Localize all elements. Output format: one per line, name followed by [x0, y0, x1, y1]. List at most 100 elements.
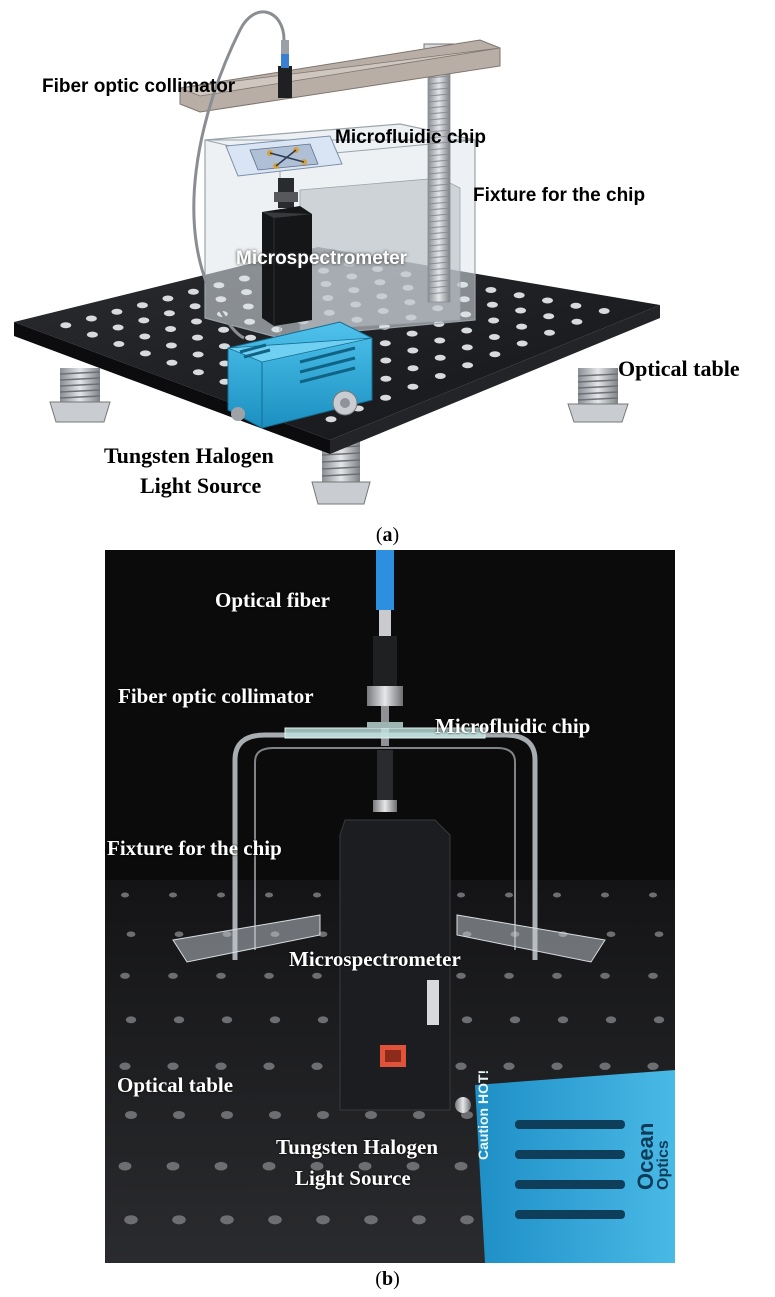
photo-table-hole: [167, 1062, 179, 1070]
photo-table-hole: [457, 892, 465, 898]
photo-table-hole: [653, 1016, 665, 1024]
table-hole: [462, 362, 474, 369]
photo-label-fiber-collimator: Fiber optic collimator: [118, 684, 314, 708]
table-hole: [406, 330, 418, 337]
photo-table-hole: [648, 972, 658, 979]
photo-optical-fiber: [376, 550, 394, 610]
photo-label-optical-table: Optical table: [117, 1073, 234, 1097]
table-hole: [380, 357, 392, 364]
photo-table-hole: [358, 1161, 372, 1171]
table-hole: [112, 324, 124, 331]
table-hole: [516, 340, 528, 347]
photo-table-hole: [166, 1161, 180, 1171]
photo-table-hole: [168, 972, 178, 979]
caption-b-letter: b: [381, 1268, 394, 1290]
photo-table-hole: [214, 1161, 228, 1171]
photo-table-hole: [455, 1062, 467, 1070]
table-hole: [166, 359, 178, 366]
table-hole: [516, 323, 528, 330]
photo-table-hole: [454, 1161, 468, 1171]
table-hole: [192, 369, 204, 376]
photo-table-hole: [174, 931, 184, 937]
table-hole: [136, 302, 148, 309]
light-source-drawing: [227, 321, 373, 429]
photo-table-hole: [649, 892, 657, 898]
clamp-rod: [179, 39, 501, 303]
photo-table-hole: [600, 972, 610, 979]
photo-table-hole: [461, 1111, 473, 1119]
caption-b-close: ): [393, 1268, 400, 1290]
photo-table-hole: [654, 931, 664, 937]
photo-table-hole: [605, 1016, 617, 1024]
photo-label-light-source-line1: Tungsten Halogen: [276, 1135, 439, 1159]
photo-table-hole: [172, 1215, 186, 1225]
fiber-cable: [192, 10, 286, 340]
photo-table-hole: [216, 972, 226, 979]
photo-table-hole: [121, 892, 129, 898]
table-hole: [163, 310, 175, 317]
table-hole: [434, 337, 446, 344]
table-hole: [407, 365, 419, 372]
table-hole: [85, 315, 97, 322]
photo-microspectrometer: [339, 819, 451, 1111]
label-microspectrometer: Microspectrometer: [236, 248, 408, 269]
photo-table-hole: [551, 1062, 563, 1070]
microfluidic-chip-drawing: [225, 135, 343, 177]
table-hole: [434, 373, 446, 379]
photo-table-hole: [317, 1016, 329, 1024]
table-hole: [139, 350, 151, 357]
table-hole: [191, 318, 202, 325]
photo-table-hole: [413, 1111, 425, 1119]
table-hole: [192, 334, 203, 341]
photo-table-hole: [173, 1111, 185, 1119]
photo-table-hole: [313, 892, 321, 898]
photo-table-hole: [221, 1111, 233, 1119]
table-hole: [189, 303, 201, 310]
table-hole: [485, 287, 497, 293]
photo-label-microfluidic-chip: Microfluidic chip: [435, 714, 591, 738]
label-light-source-line2: Light Source: [140, 473, 262, 498]
table-hole: [187, 288, 199, 295]
table-hole: [489, 351, 501, 358]
table-hole: [570, 302, 582, 309]
photo-table-hole: [456, 972, 466, 979]
label-fixture-for-chip: Fixture for the chip: [473, 185, 646, 206]
table-hole: [544, 329, 555, 336]
caption-a: (a): [0, 524, 775, 547]
table-leg-right: [567, 368, 629, 423]
table-leg-left: [49, 368, 111, 423]
photo-drawing: [105, 550, 675, 1263]
label-optical-table: Optical table: [618, 356, 740, 381]
photo-table-hole: [269, 1111, 281, 1119]
photo-table-hole: [263, 1062, 275, 1070]
photo-table-hole: [601, 892, 609, 898]
photo-table-hole: [269, 1016, 281, 1024]
table-hole: [245, 334, 257, 341]
photo-label-light-source-line2: Light Source: [295, 1166, 411, 1190]
panel-b-photo: Caution HOT! Ocean Optics Optical fiber …: [105, 550, 675, 1263]
photo-table-hole: [406, 1161, 420, 1171]
photo-table-hole: [364, 1215, 378, 1225]
table-hole: [138, 317, 150, 324]
photo-table-hole: [268, 1215, 282, 1225]
table-hole: [113, 341, 125, 347]
table-hole: [165, 326, 177, 332]
photo-table-hole: [317, 1111, 329, 1119]
photo-table-hole: [461, 1016, 473, 1024]
photo-light-source: [455, 1070, 675, 1263]
table-hole: [139, 333, 151, 340]
microspectrometer-drawing: [262, 178, 312, 326]
photo-table-hole: [265, 892, 273, 898]
table-hole: [515, 307, 527, 314]
caption-b-open: (: [375, 1268, 382, 1290]
label-fiber-optic-collimator: Fiber optic collimator: [42, 76, 236, 97]
label-light-source-line1: Tungsten Halogen: [104, 443, 274, 468]
photo-table-hole: [318, 931, 328, 937]
table-hole: [380, 394, 392, 401]
photo-label-fixture: Fixture for the chip: [107, 836, 282, 860]
caption-a-open: (: [375, 524, 383, 546]
table-hole: [571, 318, 583, 325]
table-hole: [86, 331, 98, 338]
caption-a-letter: a: [382, 524, 393, 546]
collimator-drawing: [278, 40, 292, 98]
